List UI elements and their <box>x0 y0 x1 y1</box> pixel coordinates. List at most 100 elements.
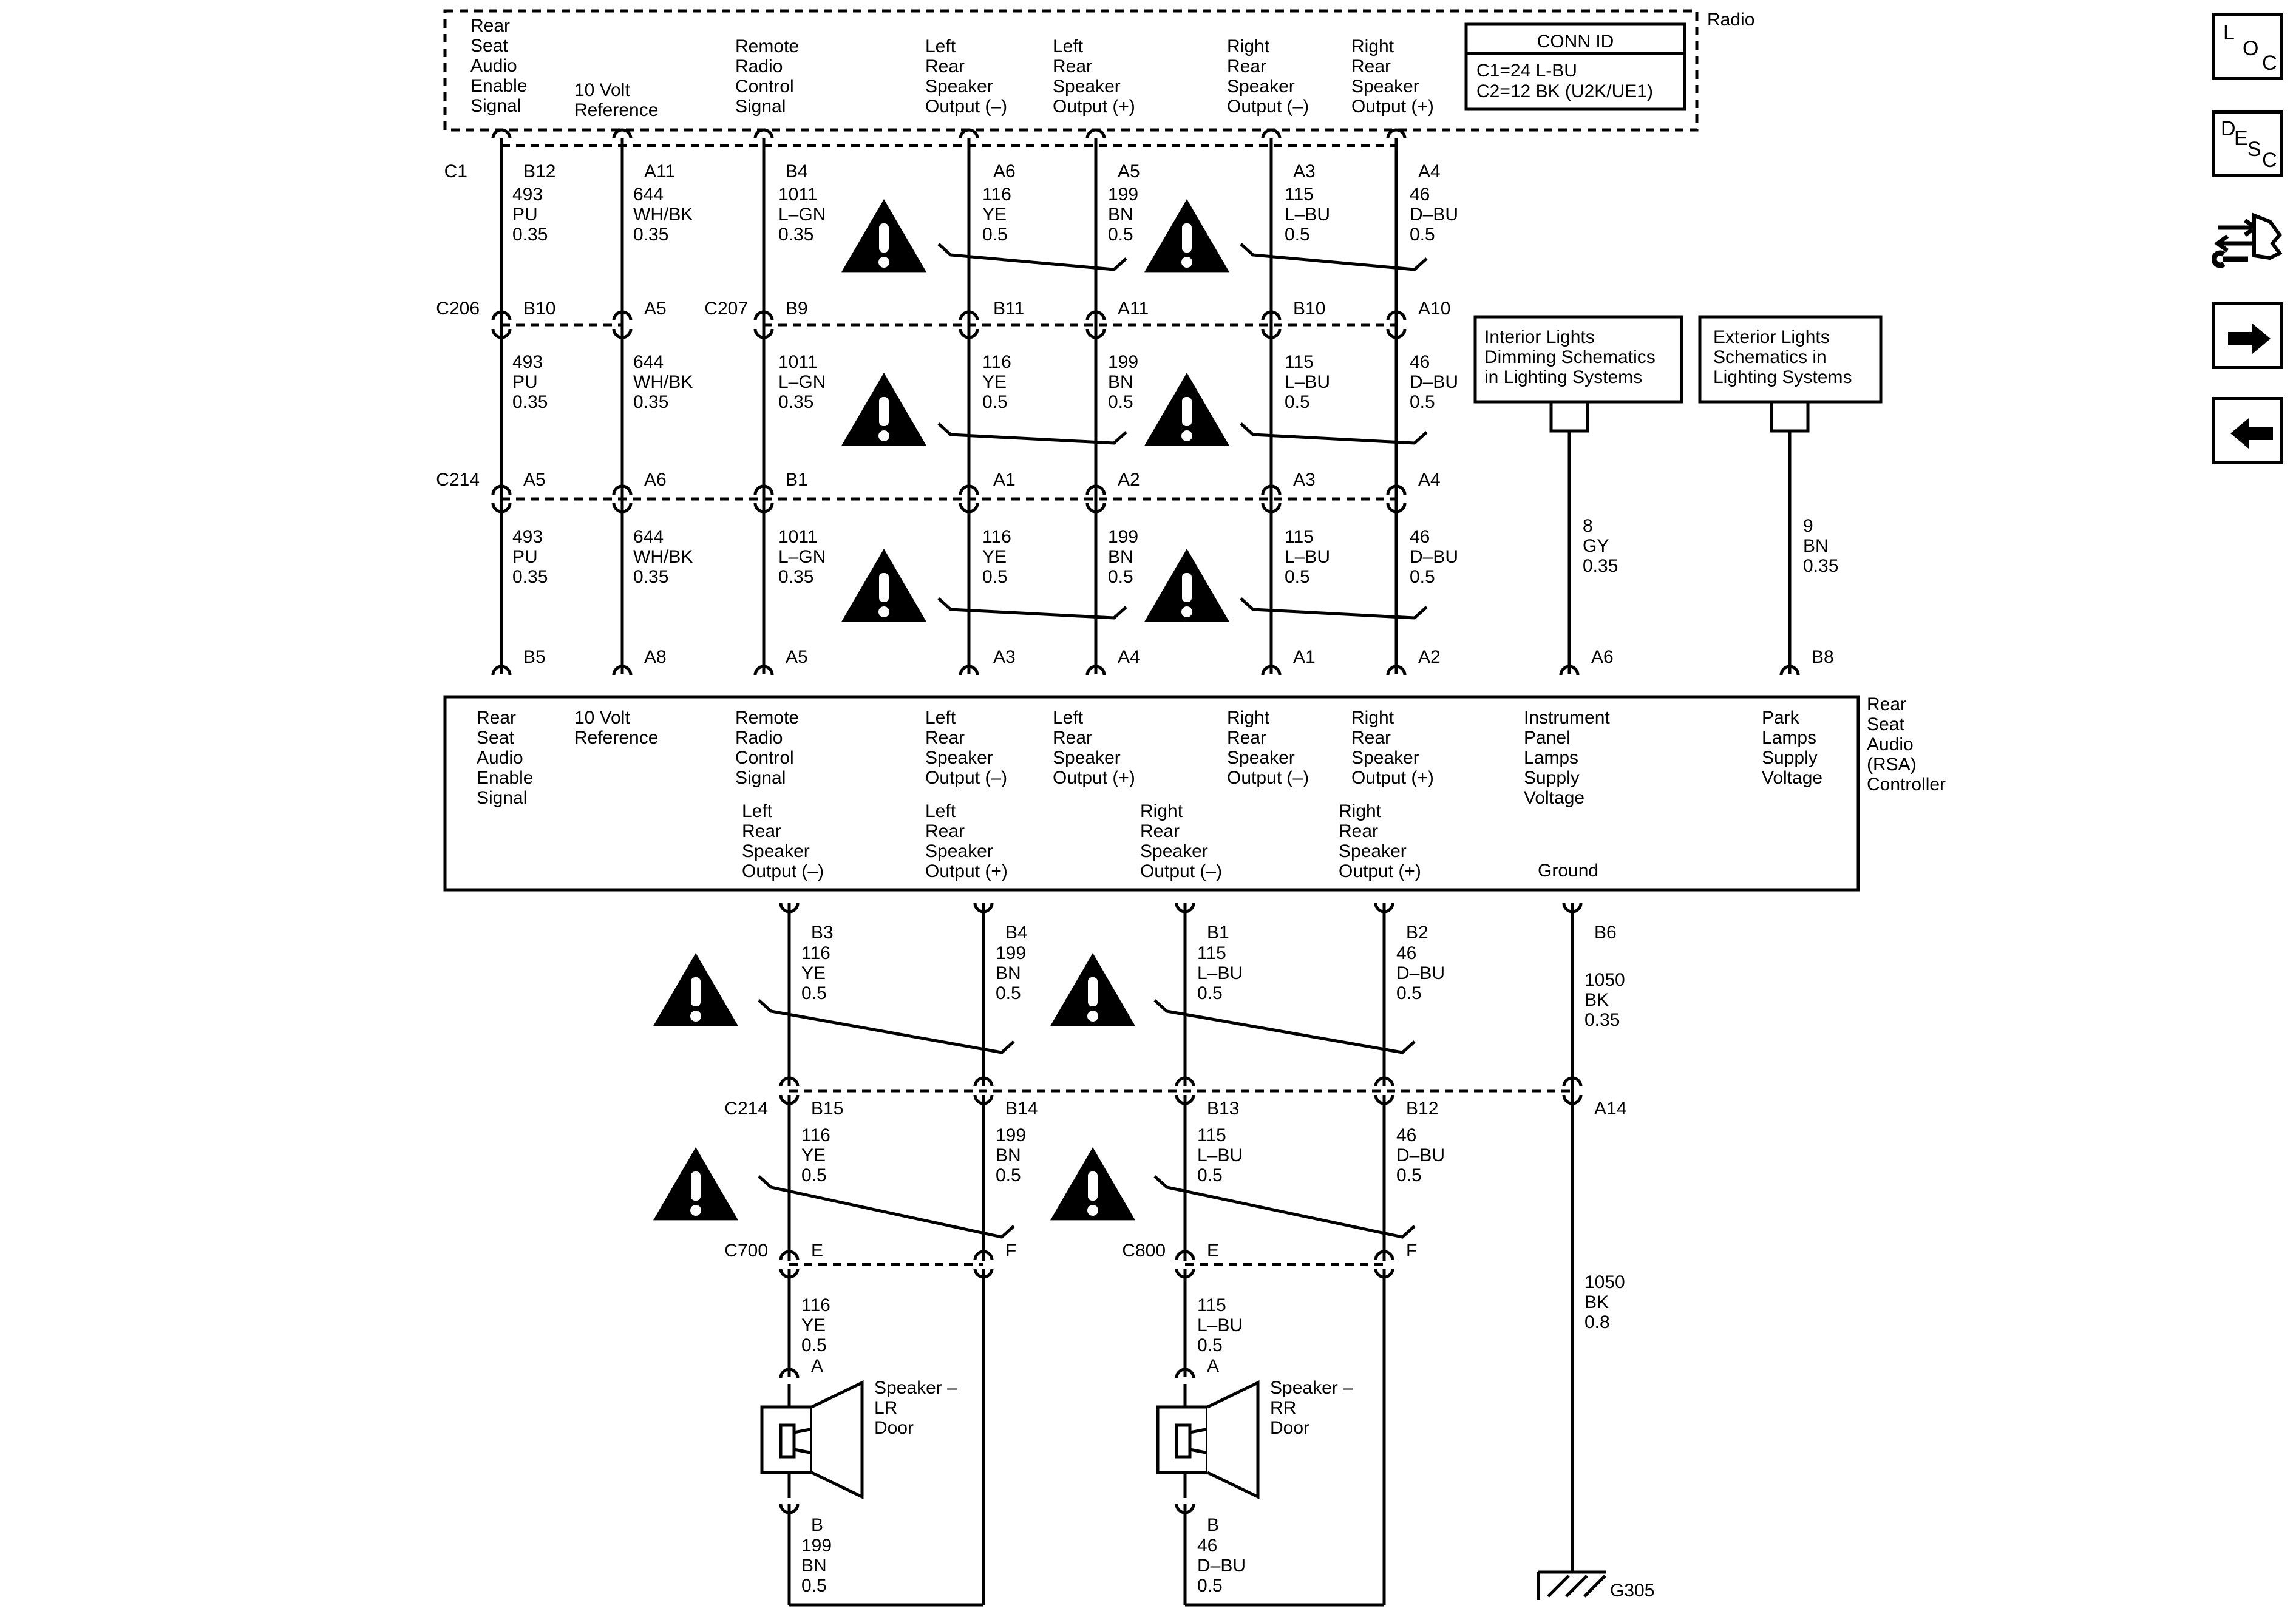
pin-label: A3 <box>1293 161 1316 181</box>
rsa-pin-label: Radio <box>735 728 783 748</box>
connector-terminal <box>753 328 774 339</box>
schematic-lines <box>443 9 1883 1607</box>
connector-c800: C800 <box>1122 1241 1166 1261</box>
wire-spec: L–BU <box>1285 372 1330 392</box>
rsa-pin-label: Park <box>1762 708 1800 728</box>
wire-spec: 46 <box>1396 1125 1416 1145</box>
wire-spec: D–BU <box>1410 547 1458 567</box>
connector-terminal <box>779 1250 800 1261</box>
connector-terminal <box>1175 1250 1195 1261</box>
rsa-pin-label: Lamps <box>1524 748 1578 768</box>
connector-terminal <box>1261 503 1282 514</box>
rsa-pin-label: Reference <box>574 728 658 748</box>
rsa-pin-label: Left <box>742 801 773 821</box>
rsa-terminal <box>491 665 512 676</box>
rsa-pin-label: Output (+) <box>925 861 1008 881</box>
radio-signal-label: Rear <box>470 16 510 36</box>
interior-lights-ref-box <box>1473 315 1683 404</box>
rsa-pin-label: Rear <box>1140 821 1180 841</box>
wire-spec: 0.35 <box>1583 556 1618 576</box>
wire-spec: 199 <box>1108 352 1138 372</box>
wire-spec: D–BU <box>1410 205 1458 225</box>
next-button[interactable] <box>2212 302 2283 369</box>
rsa-pin-label: Rear <box>1053 728 1092 748</box>
warning-icon-dot <box>1087 1011 1098 1022</box>
rsa-pin-label: Audio <box>477 748 523 768</box>
wire-spec: 46 <box>1410 352 1430 372</box>
rsa-pin-label: Left <box>1053 708 1084 728</box>
speaker-pin: A <box>1207 1356 1219 1376</box>
connector-terminal <box>959 484 979 495</box>
wire-spec: 1011 <box>778 527 818 547</box>
interior-lights-ref-text: Dimming Schematics <box>1484 347 1656 367</box>
wire-spec: 115 <box>1197 943 1226 963</box>
wire-spec: 0.5 <box>1285 392 1310 412</box>
pin-label: A4 <box>1418 470 1441 490</box>
pin-label: B6 <box>1594 923 1617 943</box>
speaker-pin: B <box>811 1515 823 1535</box>
desc-icon-letter: S <box>2247 138 2261 161</box>
wire-spec: L–BU <box>1285 547 1330 567</box>
wire-spec: 116 <box>801 1295 830 1315</box>
interior-lights-ref-text: Interior Lights <box>1484 327 1595 347</box>
pin-label: E <box>811 1241 823 1261</box>
radio-signal-label: Control <box>735 76 794 97</box>
loc-icon-letter: L <box>2223 21 2235 44</box>
connector-terminal <box>491 503 512 514</box>
connector-terminal <box>491 484 512 495</box>
wire-spec: 0.35 <box>778 567 813 587</box>
radio-signal-label: Right <box>1351 36 1394 56</box>
wire-spec: YE <box>801 1315 826 1335</box>
wire-spec: BN <box>996 963 1021 983</box>
radio-terminal <box>753 128 774 139</box>
exterior-lights-ref-text: Schematics in <box>1713 347 1827 367</box>
warning-icon-dot <box>1181 430 1192 441</box>
wire-spec: 1011 <box>778 352 818 372</box>
pin-label: B14 <box>1005 1099 1038 1119</box>
twisted-pair-line <box>1240 597 1428 620</box>
wire-spec: 0.5 <box>801 1335 827 1355</box>
wire-spec: 0.35 <box>633 567 668 587</box>
radio-terminal <box>1261 128 1282 139</box>
twisted-pair-line <box>1153 1175 1416 1239</box>
pin-label: B4 <box>1005 923 1028 943</box>
rsa-controller-name: Seat <box>1867 714 1904 734</box>
pin-label: A10 <box>1418 299 1450 319</box>
radio-signal-label: Speaker <box>1227 76 1295 97</box>
rsa-pin-label: Output (+) <box>1351 768 1434 788</box>
desc-icon-letter: D <box>2221 117 2236 140</box>
connector-c207: C207 <box>704 299 748 319</box>
connector-terminal <box>753 310 774 321</box>
radio-signal-label: Remote <box>735 36 799 56</box>
rsa-pin-label: Rear <box>925 821 965 841</box>
connector-terminal <box>1374 1250 1394 1261</box>
rsa-pin-label: Speaker <box>925 841 993 861</box>
rsa-pin-label: Output (–) <box>742 861 824 881</box>
rsa-pin-label: Output (–) <box>1227 768 1309 788</box>
wire-spec: 0.5 <box>982 567 1008 587</box>
rsa-terminal <box>753 665 774 676</box>
warning-icon-bar <box>1182 573 1192 602</box>
wire-spec: D–BU <box>1396 963 1445 983</box>
previous-button[interactable] <box>2212 397 2283 464</box>
wire-spec: 0.35 <box>512 567 548 587</box>
rsa-pin-label: Seat <box>477 728 514 748</box>
wire-spec: YE <box>982 372 1007 392</box>
wire-spec: 0.5 <box>1108 392 1133 412</box>
pin-label: A14 <box>1594 1099 1626 1119</box>
wire-spec: 116 <box>801 1125 830 1145</box>
connector-button[interactable] <box>2212 203 2283 270</box>
speaker-horn <box>1206 1380 1260 1499</box>
radio-signal-label: Enable <box>470 76 527 96</box>
wire-spec: 0.8 <box>1584 1312 1610 1332</box>
rsa-pin-label: Voltage <box>1524 788 1584 808</box>
rsa-pin-label: Right <box>1339 801 1382 821</box>
rsa-pin-label: Enable <box>477 768 533 788</box>
pin-label: A2 <box>1418 647 1441 667</box>
wire-spec: 0.5 <box>996 983 1021 1003</box>
rsa-controller-name: Controller <box>1867 775 1946 795</box>
pin-label: A1 <box>993 470 1016 490</box>
connector-terminal <box>1085 484 1106 495</box>
